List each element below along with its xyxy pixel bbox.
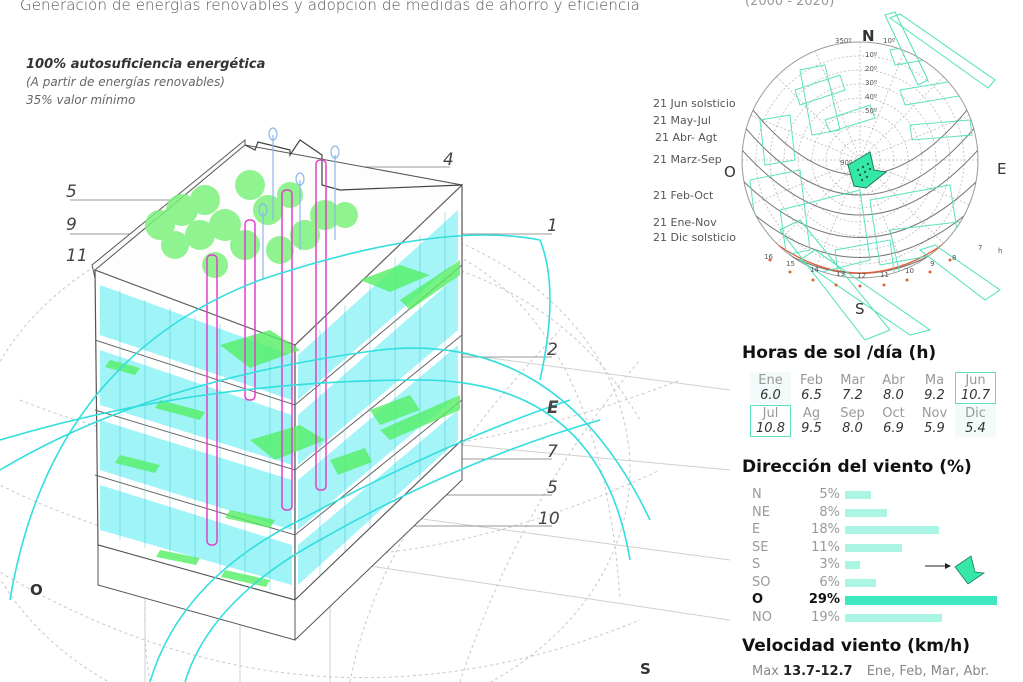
svg-text:30º: 30º bbox=[865, 79, 877, 87]
page-subtitle: Generación de energías renovables y adop… bbox=[20, 0, 640, 14]
svg-text:10º: 10º bbox=[865, 51, 877, 59]
compass-south-label: S bbox=[640, 660, 651, 678]
callout-7: 7 bbox=[547, 442, 558, 462]
month-line-jun: 21 Jun solsticio bbox=[653, 97, 736, 110]
wind-bar bbox=[845, 613, 942, 622]
autosufficiency-title: 100% autosuficiencia energética bbox=[26, 57, 266, 72]
svg-text:9: 9 bbox=[930, 260, 934, 268]
month-line-abr-agt: 21 Abr- Agt bbox=[655, 131, 718, 144]
svg-text:10º: 10º bbox=[883, 37, 895, 45]
svg-text:11: 11 bbox=[880, 271, 889, 279]
month-line-dic: 21 Dic solsticio bbox=[653, 231, 737, 244]
wind-speed-value: 13.7-12.7 bbox=[783, 664, 853, 679]
svg-text:350º: 350º bbox=[835, 37, 852, 45]
sun-chart-west: O bbox=[724, 163, 736, 181]
svg-text:20º: 20º bbox=[865, 65, 877, 73]
autosufficiency-minimum: 35% valor mínimo bbox=[26, 93, 136, 107]
compass-west-label: O bbox=[30, 581, 43, 599]
wind-direction-title: Dirección del viento (%) bbox=[742, 457, 972, 477]
sun-chart-east: E bbox=[997, 160, 1007, 178]
wind-bar bbox=[845, 526, 939, 534]
svg-text:50º: 50º bbox=[865, 107, 877, 115]
solar-rods bbox=[258, 127, 340, 280]
ventilation-pipes bbox=[206, 159, 327, 546]
building-axonometric bbox=[0, 127, 730, 682]
callout-5-top: 5 bbox=[66, 182, 77, 202]
svg-text:12: 12 bbox=[857, 272, 866, 280]
callout-10: 10 bbox=[538, 509, 560, 529]
callout-4: 4 bbox=[443, 150, 454, 170]
callout-2: 2 bbox=[547, 340, 558, 360]
callout-1: 1 bbox=[547, 216, 558, 236]
autosufficiency-source: (A partir de energías renovables) bbox=[26, 75, 225, 89]
wind-bar bbox=[845, 491, 871, 499]
month-line-ene-nov: 21 Ene-Nov bbox=[653, 216, 717, 229]
rooftop-vegetation bbox=[145, 170, 358, 278]
svg-text:7: 7 bbox=[978, 244, 982, 252]
sun-position-flag-icon bbox=[847, 151, 888, 189]
svg-text:10: 10 bbox=[905, 267, 914, 275]
wind-speed-prefix: Max bbox=[752, 664, 779, 679]
sun-hours-title: Horas de sol /día (h) bbox=[742, 343, 937, 363]
wind-speed-title: Velocidad viento (km/h) bbox=[742, 636, 971, 656]
callout-11: 11 bbox=[66, 246, 88, 266]
wind-bar bbox=[845, 578, 876, 587]
svg-text:90º: 90º bbox=[840, 159, 852, 167]
svg-text:14: 14 bbox=[810, 266, 819, 274]
wind-speed-line: Max 13.7-12.7 Ene, Feb, Mar, Abr. bbox=[752, 664, 989, 679]
month-line-feb-oct: 21 Feb-Oct bbox=[653, 189, 714, 202]
sun-chart-south: S bbox=[855, 300, 865, 318]
wind-flag-icon bbox=[925, 555, 986, 585]
wind-bar bbox=[845, 508, 887, 517]
svg-text:40º: 40º bbox=[865, 93, 877, 101]
wind-bar bbox=[845, 543, 902, 552]
month-line-may-jul: 21 May-Jul bbox=[653, 114, 711, 127]
wind-bar bbox=[845, 561, 860, 569]
sun-chart-north: N bbox=[862, 27, 875, 45]
svg-text:15: 15 bbox=[786, 260, 795, 268]
month-line-mar-sep: 21 Marz-Sep bbox=[653, 153, 722, 166]
callout-5-bottom: 5 bbox=[547, 478, 558, 498]
period-label: (2000 - 2020) bbox=[745, 0, 835, 9]
svg-text:13: 13 bbox=[836, 270, 845, 278]
sun-path-arcs bbox=[0, 234, 651, 682]
wind-speed-months: Ene, Feb, Mar, Abr. bbox=[866, 664, 989, 679]
svg-text:16: 16 bbox=[764, 253, 773, 261]
callout-east: E bbox=[547, 398, 559, 418]
callout-9: 9 bbox=[66, 215, 77, 235]
wind-bar bbox=[845, 596, 997, 605]
sun-path-chart: 350º 10º 10º 20º 30º 40º 50º 90º 16 15 14 13 12 1… bbox=[741, 11, 1002, 340]
svg-text:8: 8 bbox=[952, 254, 956, 262]
svg-text:h: h bbox=[998, 247, 1002, 255]
